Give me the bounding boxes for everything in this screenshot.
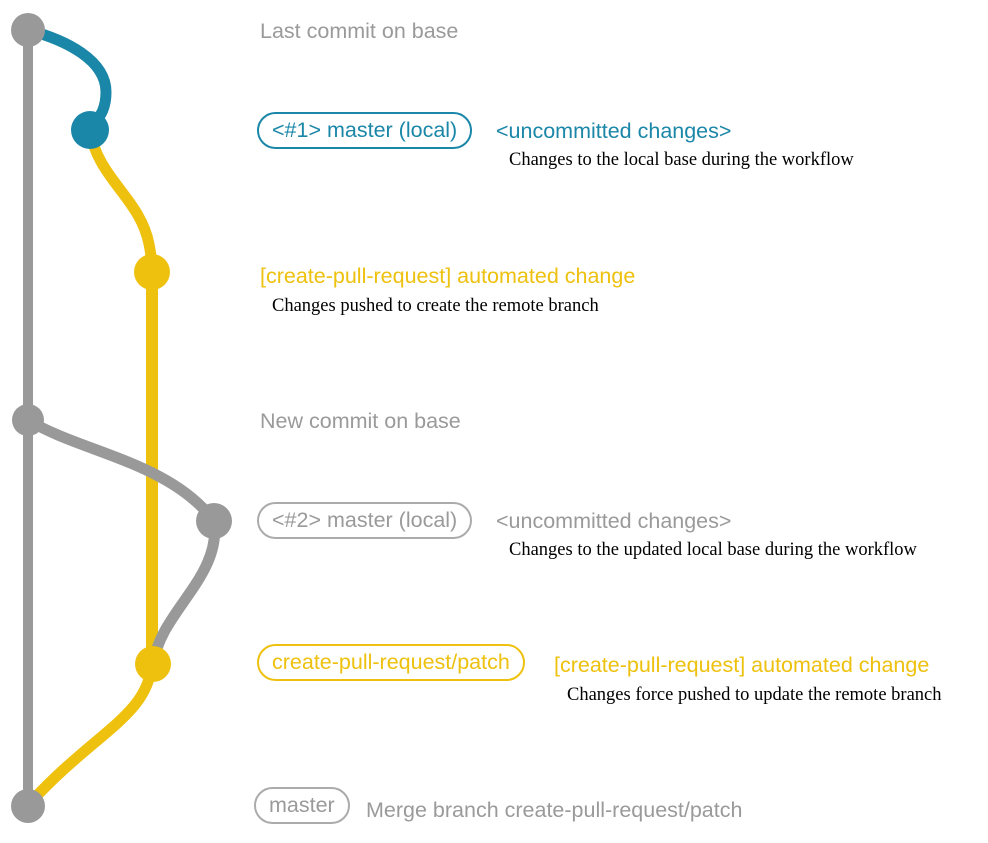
uncommitted-changes-1-description: Changes to the local base during the wor… bbox=[509, 150, 854, 170]
master-local-2-badge: <#2> master (local) bbox=[257, 502, 473, 539]
commit-node-last-base bbox=[11, 13, 45, 47]
force-push-curve bbox=[148, 515, 221, 667]
automated-change-1-description: Changes pushed to create the remote bran… bbox=[272, 296, 599, 316]
uncommitted-changes-2-heading: <uncommitted changes> bbox=[496, 509, 732, 533]
commit-node-new-base bbox=[12, 404, 44, 436]
commit-node-master-local-1 bbox=[71, 111, 109, 149]
uncommitted-changes-1-heading: <uncommitted changes> bbox=[496, 119, 732, 143]
merge-curve bbox=[24, 657, 158, 809]
automated-change-2-heading: [create-pull-request] automated change bbox=[554, 653, 930, 677]
updated-local-changes-curve bbox=[22, 414, 220, 527]
commit-node-master-local-2 bbox=[196, 503, 232, 539]
master-badge: master bbox=[254, 787, 350, 824]
master-local-1-badge: <#1> master (local) bbox=[257, 112, 473, 149]
automated-change-1-heading: [create-pull-request] automated change bbox=[260, 264, 636, 288]
commit-node-merge bbox=[11, 789, 45, 823]
automated-change-curve bbox=[84, 124, 158, 278]
new-commit-label: New commit on base bbox=[260, 409, 461, 433]
uncommitted-changes-2-description: Changes to the updated local base during… bbox=[509, 540, 917, 560]
last-commit-label: Last commit on base bbox=[260, 19, 459, 43]
merge-branch-label: Merge branch create-pull-request/patch bbox=[366, 798, 743, 822]
commit-node-automated-change-2 bbox=[135, 646, 171, 682]
automated-change-2-description: Changes force pushed to update the remot… bbox=[567, 685, 942, 705]
patch-branch-badge: create-pull-request/patch bbox=[257, 644, 525, 681]
commit-node-automated-change-1 bbox=[134, 254, 170, 290]
